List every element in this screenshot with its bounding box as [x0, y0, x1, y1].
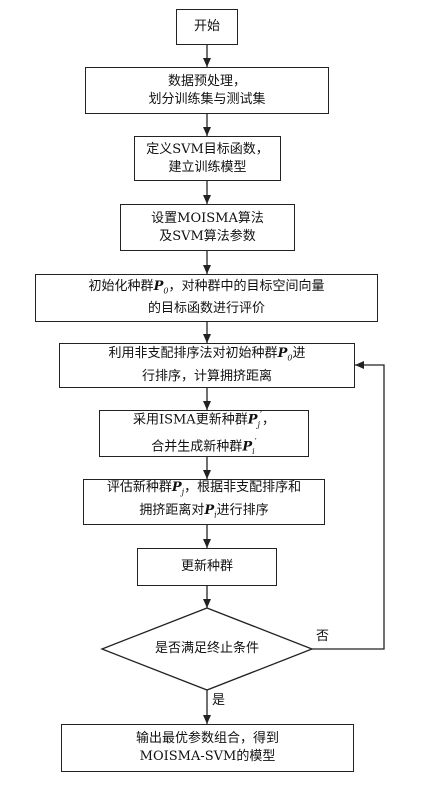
start-box: 开始: [176, 9, 238, 45]
preprocess-line-2: 划分训练集与测试集: [148, 91, 266, 107]
start-label: 开始: [193, 19, 220, 34]
evaluate-line-1: 评估新种群Pj，根据非支配排序和: [107, 479, 301, 502]
isma-var-2-prime: ′: [254, 437, 257, 448]
update-population-label: 更新种群: [180, 559, 233, 574]
isma-var-2: P: [242, 438, 253, 454]
edge-label-yes: 是: [212, 693, 226, 708]
isma-var-1: P: [247, 411, 258, 427]
evaluate-var-1: P: [171, 480, 182, 496]
evaluate-text-d: 进行排序: [216, 503, 269, 518]
preprocess-line-1: 数据预处理，: [167, 73, 246, 89]
isma-var-1-sub: j: [257, 419, 260, 429]
evaluate-text-c: 拥挤距离对: [139, 503, 205, 518]
init-line-2: 的目标函数进行评价: [147, 301, 265, 317]
params-line-1: 设置MOISMA算法: [151, 210, 264, 226]
isma-line-2: 合并生成新种群Pi′: [151, 434, 256, 461]
svm-objective-line-1: 定义SVM目标函数，: [146, 141, 269, 157]
init-text-a: 初始化种群: [88, 278, 154, 294]
isma-var-2-sub: i: [252, 446, 255, 456]
sort-var: P: [277, 346, 288, 362]
evaluate-var-1-sub: j: [181, 488, 185, 497]
sort-line-2: 行排序，计算拥挤距离: [141, 368, 272, 384]
isma-line-1: 采用ISMA更新种群Pj′，: [133, 407, 275, 434]
sort-text-a: 利用非支配排序法对初始种群: [108, 346, 278, 362]
output-line-1: 输出最优参数组合，得到: [135, 731, 279, 746]
params-line-2: 及SVM算法参数: [159, 228, 256, 244]
preprocess-box: 数据预处理， 划分训练集与测试集: [85, 67, 329, 114]
isma-text-b: ，: [262, 411, 276, 427]
svm-objective-box: 定义SVM目标函数， 建立训练模型: [134, 136, 281, 181]
sort-text-b: 进: [292, 346, 306, 362]
init-line-1: 初始化种群P0，对种群中的目标空间向量: [89, 278, 325, 301]
evaluate-var-2-sub: i: [214, 510, 217, 520]
isma-text-c: 合并生成新种群: [151, 438, 243, 454]
output-line-2: MOISMA-SVM的模型: [139, 749, 276, 764]
evaluate-population-box: 评估新种群Pj，根据非支配排序和 拥挤距离对Pi进行排序: [83, 479, 325, 525]
init-var: P: [153, 278, 164, 294]
params-box: 设置MOISMA算法 及SVM算法参数: [120, 204, 295, 251]
update-population-box: 更新种群: [137, 548, 277, 586]
init-population-box: 初始化种群P0，对种群中的目标空间向量 的目标函数进行评价: [35, 274, 378, 322]
output-box: 输出最优参数组合，得到 MOISMA-SVM的模型: [61, 724, 354, 772]
sort-var-sub: 0: [287, 353, 293, 363]
isma-text-a: 采用ISMA更新种群: [132, 411, 248, 427]
evaluate-text-a: 评估新种群: [106, 480, 172, 496]
evaluate-text-b: ，根据非支配排序和: [184, 480, 302, 496]
edge-label-no: 否: [316, 629, 330, 644]
isma-var-1-prime: ′: [259, 410, 263, 421]
isma-update-box: 采用ISMA更新种群Pj′， 合并生成新种群Pi′: [99, 410, 309, 457]
evaluate-line-2: 拥挤距离对Pi进行排序: [139, 502, 268, 525]
decision-diamond: [100, 607, 314, 691]
init-text-b: ，对种群中的目标空间向量: [168, 278, 325, 294]
evaluate-var-2: P: [204, 503, 215, 518]
svm-objective-line-2: 建立训练模型: [168, 159, 247, 175]
decision-label: 是否满足终止条件: [154, 641, 259, 656]
nondominated-sort-box: 利用非支配排序法对初始种群P0进 行排序，计算拥挤距离: [59, 343, 355, 388]
init-var-sub: 0: [163, 286, 169, 296]
sort-line-1: 利用非支配排序法对初始种群P0进: [109, 345, 306, 368]
feedback-loop-no: [312, 361, 385, 650]
